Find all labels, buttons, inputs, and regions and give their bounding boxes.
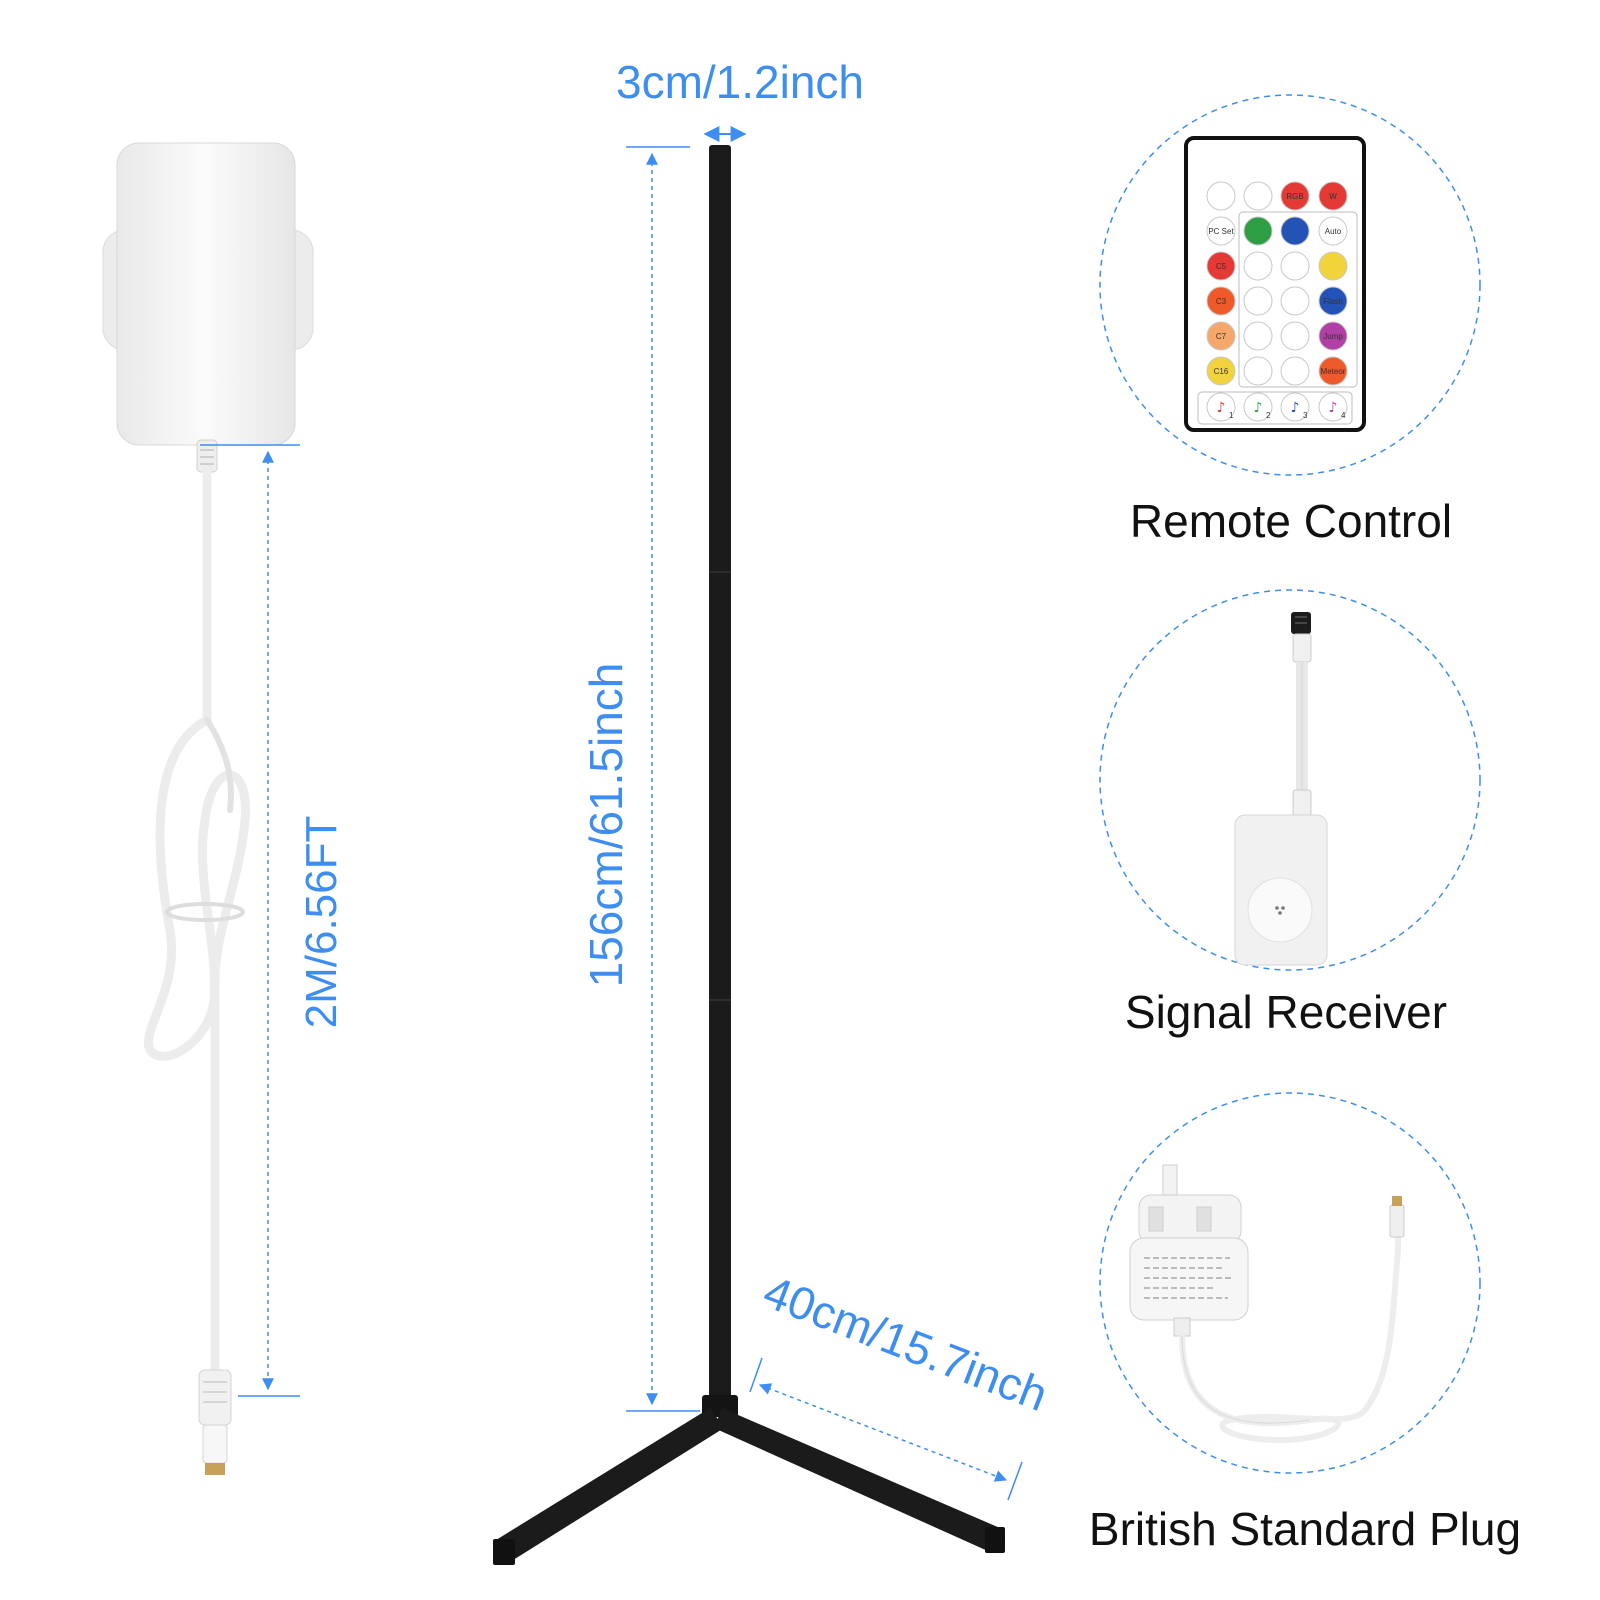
remote-button <box>1318 321 1348 351</box>
remote-button <box>1206 356 1236 386</box>
music-note-icon: ♪ <box>1329 400 1338 416</box>
remote-button-label: PC Set <box>1208 227 1234 236</box>
remote-button <box>1280 356 1310 386</box>
lamp-base <box>493 1408 1005 1565</box>
remote-button-label: RGB <box>1286 192 1303 201</box>
remote-button-group-outline <box>1197 391 1353 425</box>
music-button-number: 2 <box>1266 411 1271 420</box>
remote-button-label: Meteor <box>1321 367 1346 376</box>
base-length-label: 40cm/15.7inch <box>757 1265 1055 1421</box>
power-adapter <box>102 142 314 473</box>
music-button-number: 1 <box>1229 411 1234 420</box>
remote-button <box>1243 216 1273 246</box>
music-button-number: 4 <box>1341 411 1346 420</box>
british-plug-caption: British Standard Plug <box>1089 1503 1521 1555</box>
remote-button <box>1206 216 1236 246</box>
remote-button <box>1206 321 1236 351</box>
remote-button <box>1280 321 1310 351</box>
plug-dashed-circle <box>1099 1092 1481 1474</box>
floor-lamp <box>702 145 738 1417</box>
remote-music-button <box>1280 392 1310 422</box>
remote-top-button <box>1280 181 1310 211</box>
music-note-icon: ♪ <box>1217 400 1226 416</box>
remote-body <box>1184 136 1366 432</box>
dc-connector <box>198 1369 232 1475</box>
remote-button-label: C7 <box>1216 332 1227 341</box>
base-length-dimension <box>749 1357 1023 1501</box>
remote-button <box>1280 216 1310 246</box>
remote-button <box>1206 286 1236 316</box>
remote-button <box>1318 216 1348 246</box>
remote-button <box>1280 251 1310 281</box>
ir-sensor-window <box>1247 877 1313 943</box>
remote-button <box>1243 286 1273 316</box>
receiver-dashed-circle <box>1099 589 1481 971</box>
remote-control-caption: Remote Control <box>1130 495 1452 547</box>
remote-music-button <box>1243 392 1273 422</box>
remote-button <box>1318 356 1348 386</box>
remote-top-button <box>1318 181 1348 211</box>
height-label: 156cm/61.5inch <box>580 663 632 988</box>
remote-button <box>1318 286 1348 316</box>
accessory-british-plug <box>1099 1092 1481 1474</box>
power-cable <box>143 465 250 1375</box>
cable-length-dimension <box>200 444 300 1397</box>
music-note-icon: ♪ <box>1291 400 1300 416</box>
remote-button <box>1318 251 1348 281</box>
remote-button <box>1243 251 1273 281</box>
remote-button-label: W <box>1329 192 1337 201</box>
remote-button <box>1243 321 1273 351</box>
music-note-icon: ♪ <box>1254 400 1263 416</box>
remote-button <box>1280 286 1310 316</box>
remote-button-label: C16 <box>1214 367 1229 376</box>
cable-coil-tie <box>165 902 245 922</box>
remote-button-label: Jump <box>1323 332 1343 341</box>
cable-length-label: 2M/6.56FT <box>297 816 346 1029</box>
height-dimension <box>626 146 700 1412</box>
remote-top-button <box>1206 181 1236 211</box>
remote-button <box>1206 251 1236 281</box>
music-button-number: 3 <box>1303 411 1308 420</box>
accessory-signal-receiver <box>1099 589 1481 971</box>
remote-button-label: Auto <box>1325 227 1342 236</box>
remote-dashed-circle <box>1099 94 1481 476</box>
signal-receiver-caption: Signal Receiver <box>1125 986 1447 1038</box>
remote-button-label: C5 <box>1216 262 1227 271</box>
remote-top-button <box>1243 181 1273 211</box>
remote-button-label: C3 <box>1216 297 1227 306</box>
remote-button <box>1243 356 1273 386</box>
width-label: 3cm/1.2inch <box>616 56 864 108</box>
remote-button-label: Flash <box>1323 297 1343 306</box>
remote-music-button <box>1318 392 1348 422</box>
remote-button-group-outline <box>1238 211 1358 388</box>
remote-music-button <box>1206 392 1236 422</box>
